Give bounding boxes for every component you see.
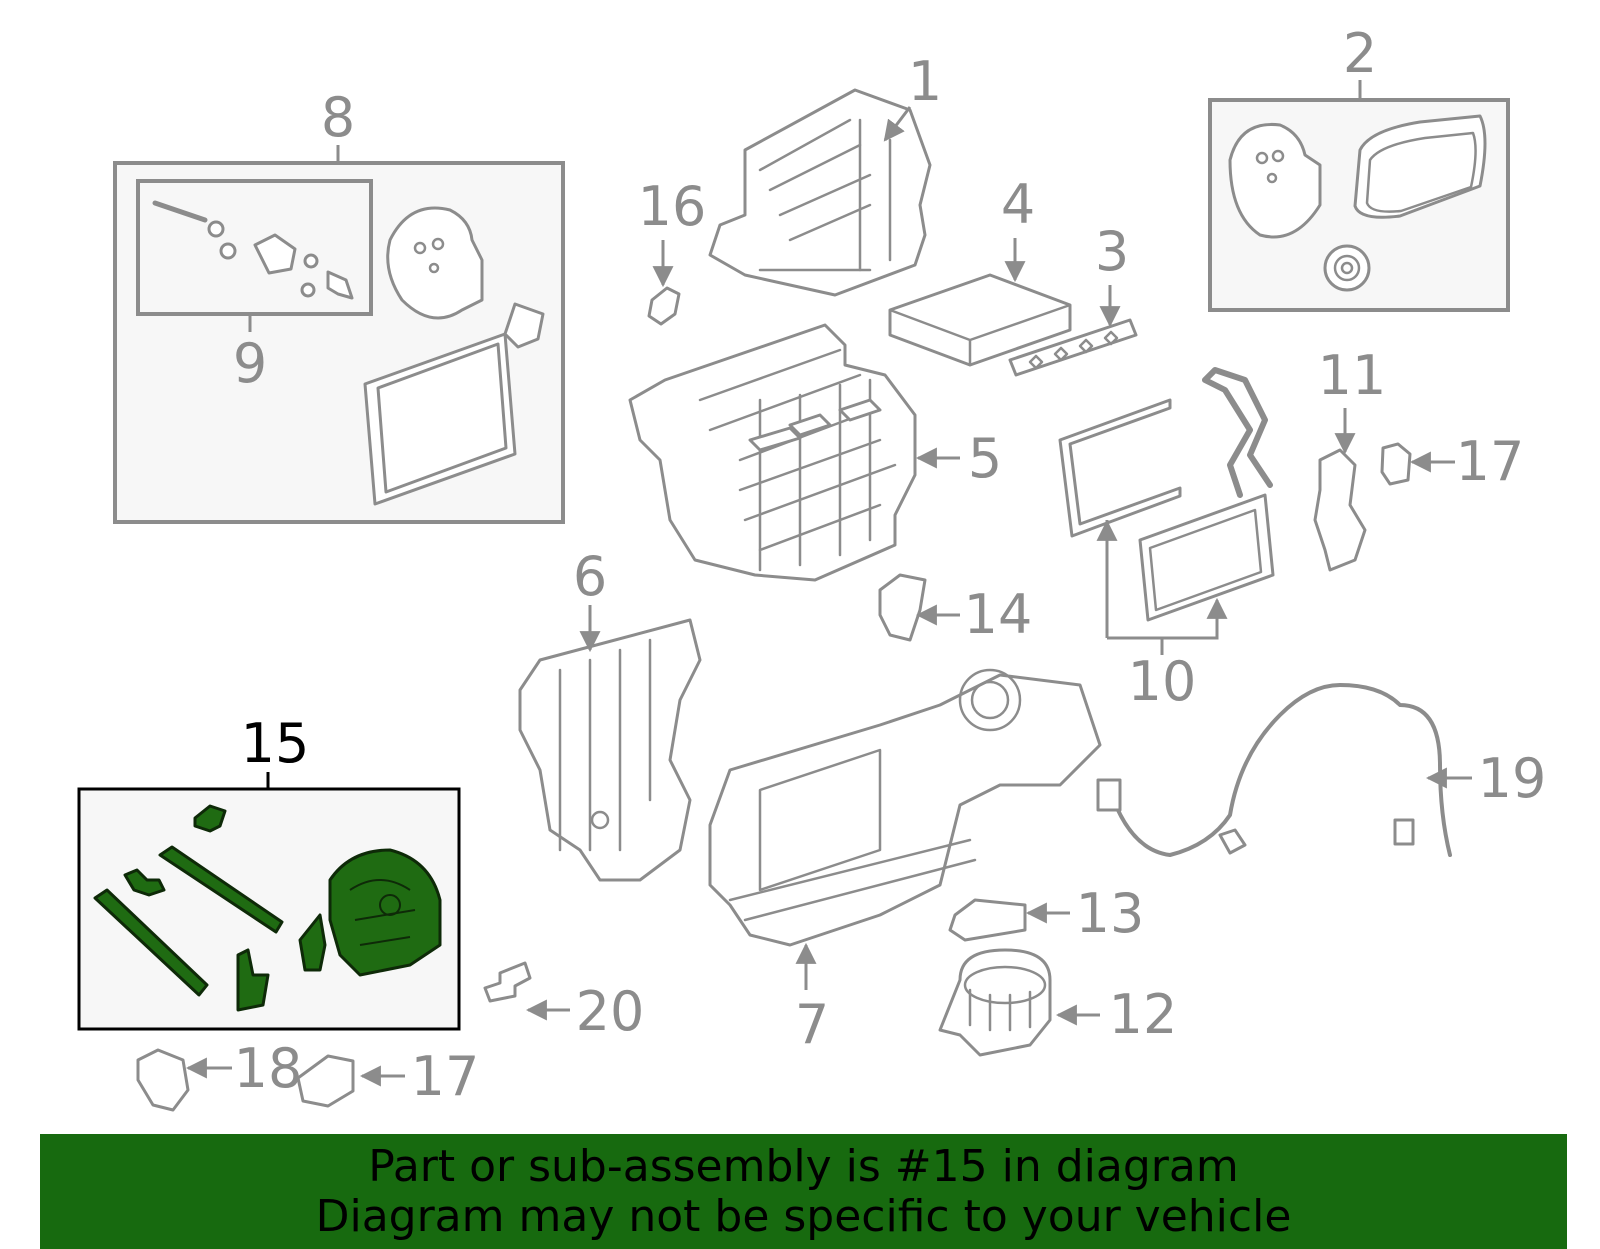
expansion-valve-kit-icon [152, 200, 354, 300]
kit-box-8 [113, 145, 565, 524]
callout-1: 1 [908, 50, 942, 113]
callout-15: 15 [241, 712, 310, 775]
blower-resistor-icon [948, 898, 1027, 942]
connector-icon [483, 961, 532, 1003]
sensor-icon [647, 286, 681, 326]
cabin-air-filter-icon [888, 273, 1072, 367]
callout-16: 16 [638, 175, 707, 238]
callout-12: 12 [1109, 983, 1178, 1046]
callout-4: 4 [1001, 173, 1035, 236]
highlighted-assembly-15[interactable] [77, 772, 461, 1031]
lower-case-icon [708, 668, 1102, 947]
evaporator-core-icon [363, 302, 545, 506]
banner-line-2: Diagram may not be specific to your vehi… [315, 1190, 1292, 1242]
mode-door-housing-icon [328, 848, 442, 977]
callout-19: 19 [1478, 747, 1547, 810]
callout-14: 14 [964, 583, 1033, 646]
callout-17-top: 17 [1456, 430, 1525, 493]
heater-case-icon [628, 323, 917, 582]
clip-icon [193, 804, 227, 833]
callout-11: 11 [1318, 344, 1387, 407]
callout-18: 18 [234, 1037, 303, 1100]
linkage-rod-icon [93, 888, 209, 997]
callout-5: 5 [968, 427, 1002, 490]
callout-6: 6 [573, 545, 607, 608]
actuator-18-icon [136, 1048, 190, 1112]
upper-case-icon [708, 88, 932, 297]
info-banner: Part or sub-assembly is #15 in diagram D… [40, 1134, 1567, 1249]
callout-7: 7 [795, 993, 829, 1056]
callout-10: 10 [1128, 650, 1197, 713]
callout-2: 2 [1343, 22, 1377, 85]
kit-box-2 [1208, 80, 1510, 312]
servo-motor-icon [1380, 442, 1412, 486]
damper-arm-icon [236, 948, 270, 1012]
callout-9: 9 [233, 332, 267, 395]
banner-line-1: Part or sub-assembly is #15 in diagram [368, 1140, 1239, 1192]
case-half-icon [518, 618, 702, 882]
filter-cover-icon [1008, 318, 1138, 377]
callout-17-bottom: 17 [411, 1045, 480, 1108]
duct-icon [1313, 448, 1367, 572]
lever-arm-icon [158, 845, 284, 934]
callout-13: 13 [1076, 882, 1145, 945]
actuator-bracket-icon [878, 573, 927, 642]
blower-motor-icon [938, 948, 1052, 1057]
servo-motor-bottom-icon [296, 1054, 355, 1108]
callout-20: 20 [576, 980, 645, 1043]
bracket-icon [123, 868, 166, 897]
callout-8: 8 [321, 86, 355, 149]
callout-3: 3 [1095, 220, 1129, 283]
wiring-harness-icon [1096, 683, 1452, 857]
small-bracket-icon [298, 913, 327, 972]
heater-core-icon [1058, 367, 1275, 622]
